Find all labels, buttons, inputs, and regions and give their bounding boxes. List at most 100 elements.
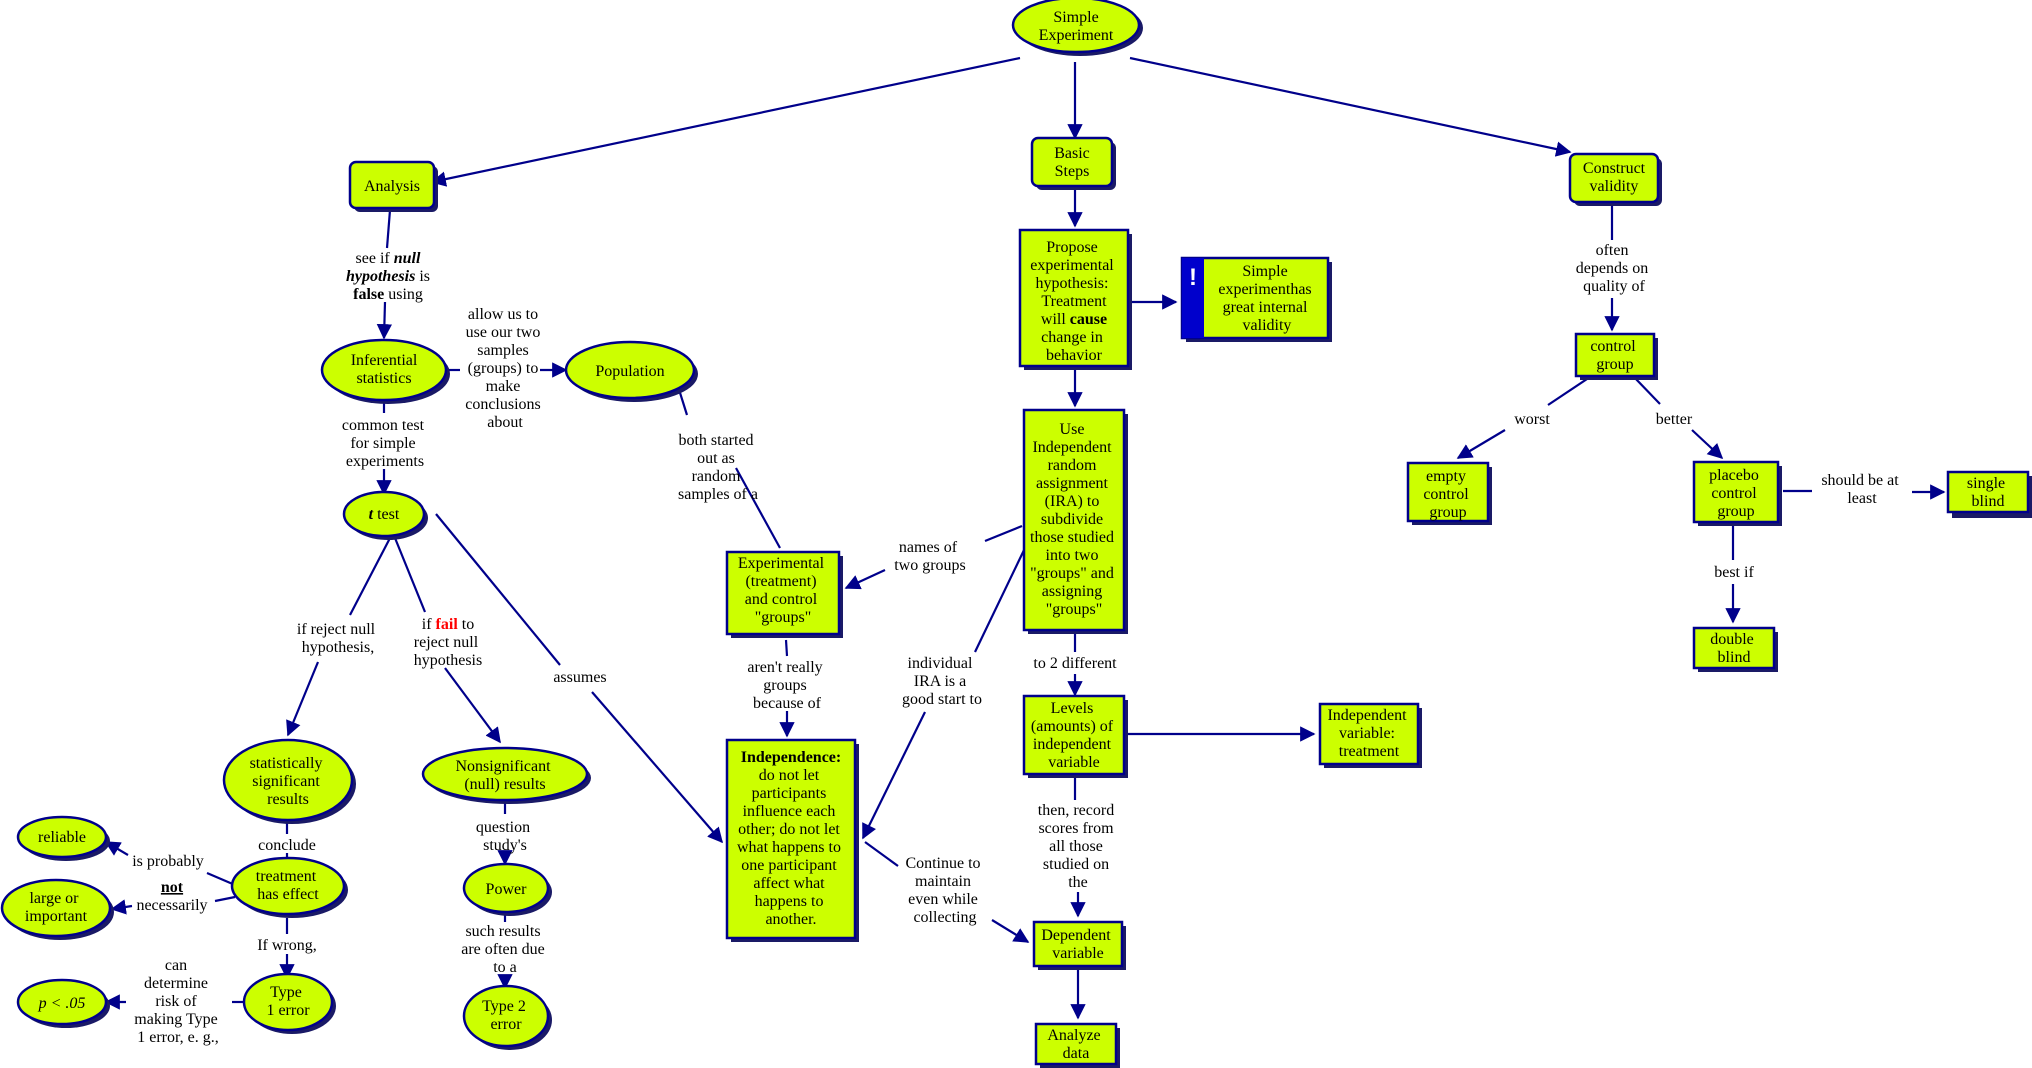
edge-worst-empty xyxy=(1456,429,1506,459)
node-analysis[interactable]: Analysis xyxy=(348,160,438,212)
node-internal-validity-note[interactable]: ! Simple experimenthas great internal va… xyxy=(1180,256,1332,342)
node-empty-control[interactable]: empty control group xyxy=(1406,461,1492,525)
svg-text:Nonsignificant (null): Nonsignificant (null) results xyxy=(455,758,554,793)
svg-text:Experimental (treatmen: Experimental (treatment) and control "gr… xyxy=(738,555,828,626)
edge-ira-individual xyxy=(974,547,1026,653)
edge-not-large xyxy=(110,899,133,915)
svg-text:hypothesis is: hypothesis is xyxy=(346,268,430,285)
svg-text:Simple experimenthas: Simple experimenthas great internal vali… xyxy=(1218,263,1315,334)
node-single-blind[interactable]: single blind xyxy=(1946,470,2032,518)
edge-expgroups-bothstarted xyxy=(735,467,781,549)
svg-text:Power: Power xyxy=(486,881,528,898)
node-nonsignificant[interactable]: Nonsignificant (null) results xyxy=(421,746,591,804)
node-power[interactable]: Power xyxy=(462,862,552,916)
node-placebo-control[interactable]: placebo control group xyxy=(1692,460,1782,526)
label-is-probably: is probably xyxy=(132,853,204,870)
node-reliable[interactable]: reliable xyxy=(16,815,110,861)
label-conclude: conclude xyxy=(258,837,316,854)
svg-text:reject null hypothesis: reject null hypothesis xyxy=(414,634,482,669)
label-worst: worst xyxy=(1514,411,1550,428)
edge-ira-namesof xyxy=(984,524,1023,543)
svg-text:Dependent variable: Dependent variable xyxy=(1041,927,1114,962)
label-often-depends: often depends on quality of xyxy=(1576,242,1652,295)
node-type2-error[interactable]: Type 2 error xyxy=(462,984,552,1050)
node-propose-hypothesis[interactable]: Propose experimental hypothesis: Treatme… xyxy=(1018,228,1132,370)
edge-treatment-isprobably xyxy=(206,871,236,887)
node-double-blind[interactable]: double blind xyxy=(1692,626,1778,672)
label-can-determine: can determine risk of making Type 1 erro… xyxy=(134,957,221,1046)
node-use-ira[interactable]: Use Independent random assignment (IRA) … xyxy=(1022,408,1128,634)
node-treatment-effect[interactable]: treatment has effect xyxy=(230,856,348,918)
node-analyze-data[interactable]: Analyze data xyxy=(1034,1022,1120,1068)
label-individual-ira: individual IRA is a good start to xyxy=(902,655,982,708)
edge-continue-dependent xyxy=(991,919,1030,943)
svg-text:Propose experimental: Propose experimental hypothesis: Treatme… xyxy=(1030,239,1118,310)
svg-text:double blind: double blind xyxy=(1710,631,1758,666)
svg-text:single blind: single blind xyxy=(1967,475,2009,510)
label-such-results: such results are often due to a xyxy=(461,923,549,976)
svg-text:will cause: will cause xyxy=(1041,311,1107,328)
node-control-group[interactable]: control group xyxy=(1574,332,1658,380)
svg-text:placebo control: placebo control group xyxy=(1709,467,1763,520)
svg-text:Independent variable:: Independent variable: treatment xyxy=(1327,707,1410,760)
label-question-study: question study's xyxy=(476,819,534,854)
label-should-be: should be at least xyxy=(1821,472,1902,507)
edge-isprobably-reliable xyxy=(104,841,129,856)
label-both-started: both started out as random samples of a xyxy=(678,432,758,503)
svg-text:large or important: large or important xyxy=(25,890,88,925)
edge-ttest-assumes xyxy=(435,513,561,666)
node-type1-error[interactable]: Type 1 error xyxy=(242,972,336,1034)
node-independent-variable[interactable]: Independent variable: treatment xyxy=(1318,702,1422,768)
node-p-value[interactable]: p < .05 xyxy=(16,978,110,1028)
edge-control-worst xyxy=(1547,376,1591,406)
edges xyxy=(104,56,1946,1020)
node-statistically-significant[interactable]: statistically significant results xyxy=(222,738,356,824)
edge-assumes-independence xyxy=(591,691,724,844)
node-t-test[interactable]: t test xyxy=(342,490,428,540)
label-assumes: assumes xyxy=(553,669,606,686)
node-independence[interactable]: Independence: do not let participants in… xyxy=(725,738,859,942)
svg-text:Type 1 error: Type 1 error xyxy=(266,984,310,1019)
edge-iffail-nonsig xyxy=(444,667,501,744)
node-population[interactable]: Population xyxy=(564,340,698,402)
label-better: better xyxy=(1656,411,1693,428)
svg-text:Levels (amounts) of: Levels (amounts) of independent variable xyxy=(1031,700,1117,771)
edge-treatment-not xyxy=(214,895,236,903)
svg-text:t test: t test xyxy=(369,506,400,523)
svg-text:false using: false using xyxy=(353,286,423,303)
label-if-reject: if reject null hypothesis, xyxy=(297,621,379,656)
node-dependent-variable[interactable]: Dependent variable xyxy=(1032,920,1126,970)
node-levels[interactable]: Levels (amounts) of independent variable xyxy=(1022,694,1128,778)
svg-text:see if null: see if null xyxy=(356,250,421,267)
edge-experiment-analysis xyxy=(430,56,1021,187)
label-allow-us: allow us to use our two samples (groups)… xyxy=(465,306,545,431)
label-names-of: names of two groups xyxy=(894,539,966,574)
edge-independence-continue xyxy=(864,841,899,867)
alert-bar xyxy=(1182,258,1204,338)
edge-label-inferential xyxy=(376,301,393,340)
label-best-if: best if xyxy=(1714,564,1754,581)
svg-text:Analyze data: Analyze data xyxy=(1047,1027,1104,1062)
edge-analysis-label xyxy=(385,209,392,249)
edge-control-better xyxy=(1633,376,1661,405)
edge-individual-independence xyxy=(862,711,926,840)
label-to-2-different: to 2 different xyxy=(1033,655,1117,672)
node-large-important[interactable]: large or important xyxy=(0,878,114,940)
label-continue-to: Continue to maintain even while collecti… xyxy=(905,855,984,926)
svg-text:Type 2 error: Type 2 error xyxy=(482,998,530,1033)
label-not: not xyxy=(161,879,184,896)
svg-text:empty control: empty control group xyxy=(1423,468,1472,521)
node-experimental-groups[interactable]: Experimental (treatment) and control "gr… xyxy=(725,550,843,638)
label-then-record: then, record scores from all those studi… xyxy=(1038,802,1118,891)
edge-ttest-ifreject xyxy=(349,537,391,616)
svg-text:change in behavior: change in behavior xyxy=(1041,329,1107,364)
svg-text:Population: Population xyxy=(595,363,664,380)
